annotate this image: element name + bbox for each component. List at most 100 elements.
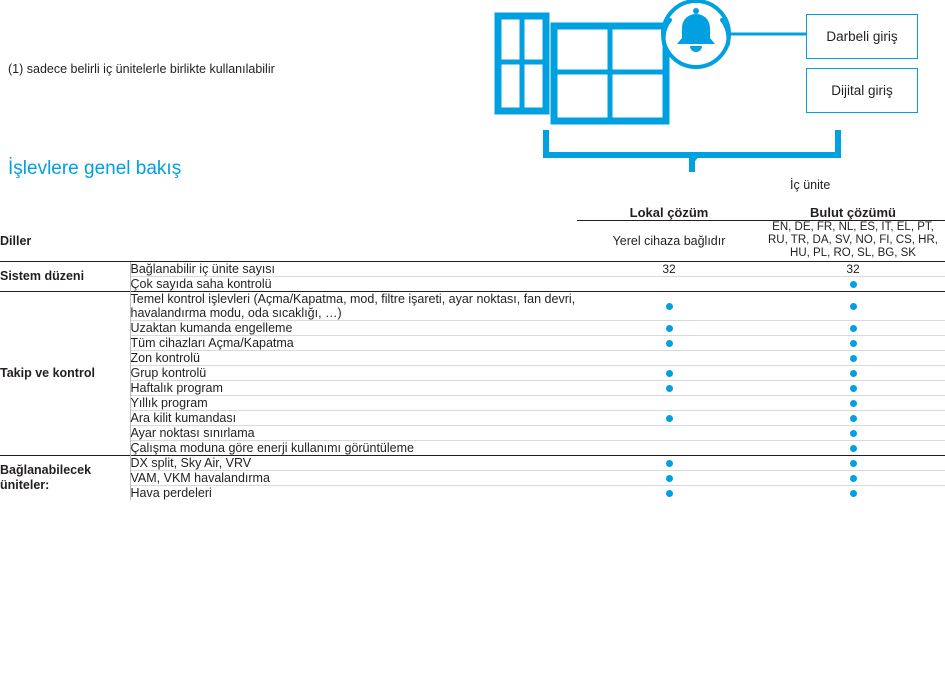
table-row: Uzaktan kumanda engelleme <box>0 319 945 336</box>
category-connectable-units: Bağlanabilecek üniteler: <box>0 454 130 500</box>
feature-label: VAM, VKM havalandırma <box>129 469 577 486</box>
feature-label: Hava perdeleri <box>129 484 577 500</box>
value-cloud: 32 <box>761 260 945 277</box>
value-cloud <box>761 454 945 471</box>
value-local <box>577 319 761 336</box>
feature-label: Bağlanabilir iç ünite sayısı <box>129 260 577 277</box>
dot-icon <box>665 369 673 377</box>
table-row: Grup kontrolü <box>0 364 945 381</box>
column-header-cloud: Bulut çözümü <box>761 205 945 221</box>
feature-label: Tüm cihazları Açma/Kapatma <box>129 334 577 351</box>
dot-icon <box>849 414 857 422</box>
value-local <box>577 439 761 456</box>
value-local <box>577 275 761 292</box>
value-local <box>577 484 761 500</box>
dot-icon <box>849 369 857 377</box>
table-row: Hava perdeleri <box>0 484 945 500</box>
value-cloud <box>761 275 945 292</box>
diagram-graphic <box>494 0 841 172</box>
dot-icon <box>849 459 857 467</box>
inner-unit-label: İç ünite <box>790 178 831 192</box>
dot-icon <box>665 414 673 422</box>
dot-icon <box>849 489 857 497</box>
footnote-text: (1) sadece belirli iç ünitelerle birlikt… <box>8 62 275 76</box>
feature-label: Grup kontrolü <box>129 364 577 381</box>
diagram: Darbeli giriş Dijital giriş İç ünite <box>480 0 945 205</box>
dot-icon <box>665 339 673 347</box>
bracket-icon <box>543 130 841 172</box>
bell-icon <box>661 0 731 69</box>
dot-icon <box>665 459 673 467</box>
value-local <box>577 424 761 441</box>
feature-label: Uzaktan kumanda engelleme <box>129 319 577 336</box>
header-spacer-2 <box>130 205 577 221</box>
value-local <box>577 394 761 411</box>
value-cloud <box>761 364 945 381</box>
languages-local-value: Yerel cihaza bağlıdır <box>612 233 726 248</box>
dot-icon <box>849 444 857 452</box>
feature-label: Temel kontrol işlevleri (Açma/Kapatma, m… <box>129 290 577 321</box>
value-cloud <box>761 349 945 366</box>
value-local <box>577 290 761 321</box>
feature-label: Çok sayıda saha kontrolü <box>129 275 577 292</box>
row-label-languages: Diller <box>0 233 32 248</box>
callout-pulse-input-label: Darbeli giriş <box>826 29 898 44</box>
header-spacer-1 <box>0 205 130 221</box>
dot-icon <box>665 489 673 497</box>
column-header-local: Lokal çözüm <box>577 205 761 221</box>
table-header-row: Lokal çözüm Bulut çözümü <box>0 205 945 221</box>
dot-icon <box>849 339 857 347</box>
table-row: Sistem düzeni Bağlanabilir iç ünite sayı… <box>0 260 945 292</box>
window-icon <box>494 12 670 125</box>
value-local <box>577 334 761 351</box>
dot-icon <box>849 429 857 437</box>
row-spacer-languages <box>130 221 577 262</box>
value-cloud <box>761 379 945 396</box>
feature-label: Yıllık program <box>129 394 577 411</box>
dot-icon <box>849 384 857 392</box>
table-row: VAM, VKM havalandırma <box>0 469 945 486</box>
value-cloud <box>761 484 945 500</box>
value-local <box>577 379 761 396</box>
dot-icon <box>665 324 673 332</box>
callout-digital-input[interactable]: Dijital giriş <box>806 68 918 113</box>
value-cloud <box>761 424 945 441</box>
callout-pulse-input[interactable]: Darbeli giriş <box>806 14 918 59</box>
value-cloud <box>761 409 945 426</box>
dot-icon <box>849 280 857 288</box>
feature-label: Ara kilit kumandası <box>129 409 577 426</box>
value-cloud <box>761 334 945 351</box>
value-cloud <box>761 394 945 411</box>
feature-label: Ayar noktası sınırlama <box>129 424 577 441</box>
value-local <box>577 409 761 426</box>
value-local: 32 <box>577 260 761 277</box>
languages-cloud-value: EN, DE, FR, NL, ES, IT, EL, PT, RU, TR, … <box>768 221 938 260</box>
value-local <box>577 469 761 486</box>
value-local <box>577 454 761 471</box>
feature-label: DX split, Sky Air, VRV <box>129 454 577 471</box>
value-local <box>577 349 761 366</box>
table-row: Haftalık program <box>0 379 945 396</box>
category-system-layout: Sistem düzeni <box>0 260 130 292</box>
callout-digital-input-label: Dijital giriş <box>831 83 893 98</box>
dot-icon <box>849 399 857 407</box>
feature-label: Haftalık program <box>129 379 577 396</box>
table-row: Çok sayıda saha kontrolü <box>0 275 945 292</box>
dot-icon <box>849 302 857 310</box>
dot-icon <box>665 384 673 392</box>
table-row: Takip ve kontrol Temel kontrol işlevleri… <box>0 290 945 456</box>
table-row: Tüm cihazları Açma/Kapatma <box>0 334 945 351</box>
table-row: Ayar noktası sınırlama <box>0 424 945 441</box>
dot-icon <box>665 302 673 310</box>
dot-icon <box>849 324 857 332</box>
features-table: Lokal çözüm Bulut çözümü Diller Yerel ci… <box>0 205 945 500</box>
table-row-languages: Diller Yerel cihaza bağlıdır EN, DE, FR,… <box>0 221 945 262</box>
value-cloud <box>761 439 945 456</box>
value-cloud <box>761 319 945 336</box>
page-title: İşlevlere genel bakış <box>8 158 182 179</box>
feature-label: Zon kontrolü <box>129 349 577 366</box>
value-local <box>577 364 761 381</box>
table-row: Bağlanabilecek üniteler: DX split, Sky A… <box>0 454 945 500</box>
dot-icon <box>849 474 857 482</box>
table-row: Ara kilit kumandası <box>0 409 945 426</box>
